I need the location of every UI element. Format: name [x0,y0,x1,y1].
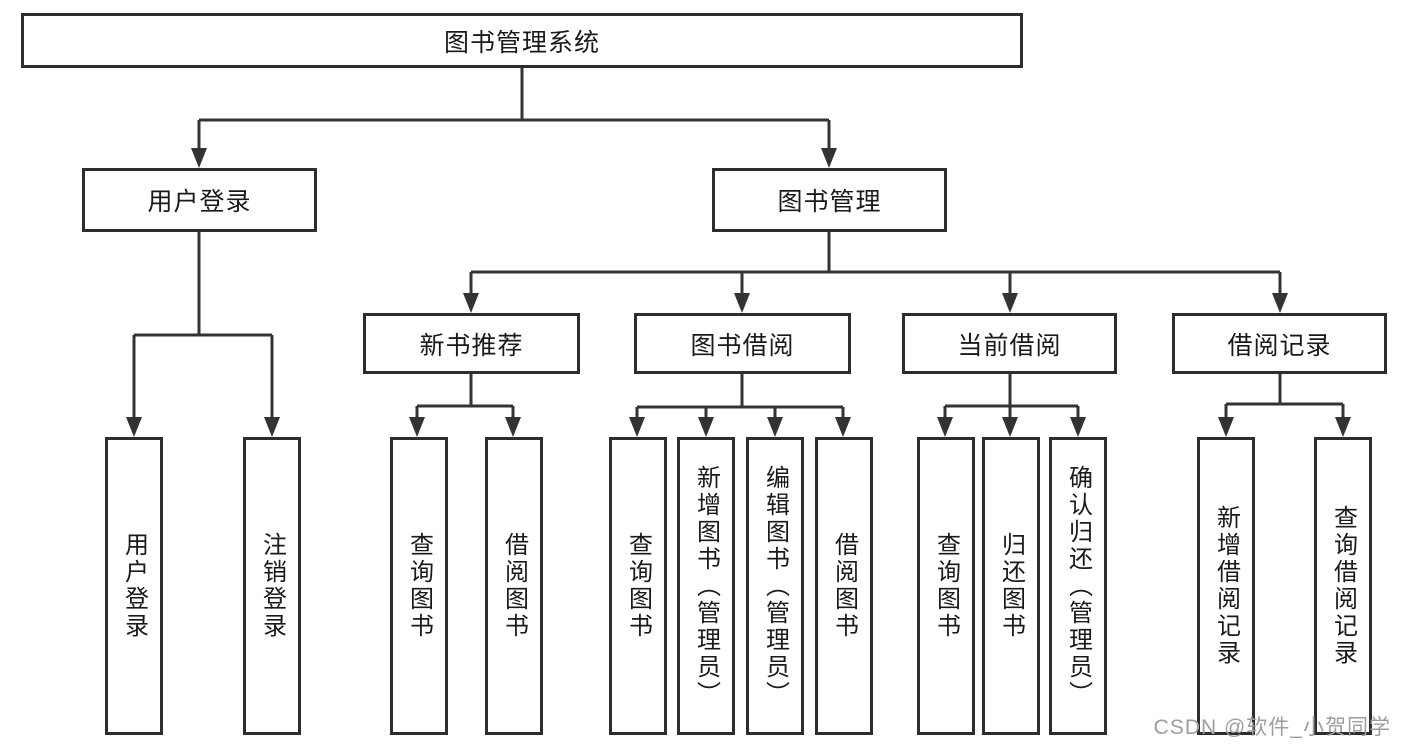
leaf-br-add-record: 新增借阅记录 [1197,437,1255,735]
leaf-cb-return-book: 归还图书 [982,437,1040,735]
leaf-br-query-record: 查询借阅记录 [1314,437,1372,735]
node-label: 注销登录 [258,532,286,640]
leaf-user-login: 用户登录 [105,437,163,735]
node-label: 查询图书 [932,532,960,640]
leaf-logout: 注销登录 [243,437,301,735]
leaf-bb-add-book-admin: 新增图书（管理员） [677,437,735,735]
node-borrow-records: 借阅记录 [1172,313,1387,374]
leaf-bb-borrow-book: 借阅图书 [815,437,873,735]
node-label: 当前借阅 [957,331,1062,360]
leaf-bb-query-book: 查询图书 [609,437,667,735]
leaf-bb-edit-book-admin: 编辑图书（管理员） [746,437,804,735]
node-new-book-recommend: 新书推荐 [363,313,580,374]
node-library-management-system: 图书管理系统 [21,13,1023,68]
node-label: 查询图书 [405,532,433,640]
node-label: 借阅图书 [500,532,528,640]
node-label: 确认归还（管理员） [1064,464,1092,708]
node-current-borrow: 当前借阅 [902,313,1117,374]
node-label: 图书借阅 [690,331,795,360]
node-label: 新增借阅记录 [1212,505,1240,667]
leaf-nbr-query-book: 查询图书 [390,437,448,735]
node-book-borrow: 图书借阅 [634,313,851,374]
node-label: 借阅图书 [830,532,858,640]
node-label: 图书管理系统 [443,28,600,57]
node-label: 查询借阅记录 [1329,505,1357,667]
node-label: 用户登录 [120,532,148,640]
node-label: 用户登录 [147,188,252,216]
node-label: 归还图书 [997,532,1025,640]
node-user-login: 用户登录 [82,168,317,232]
node-label: 新书推荐 [419,331,524,360]
node-label: 编辑图书（管理员） [761,464,789,708]
leaf-cb-query-book: 查询图书 [917,437,975,735]
node-book-management: 图书管理 [712,168,947,232]
watermark-text: CSDN @软件_小贺同学 [1153,716,1391,739]
node-label: 借阅记录 [1227,331,1332,360]
node-label: 图书管理 [777,188,882,216]
node-label: 新增图书（管理员） [692,464,720,708]
node-label: 查询图书 [624,532,652,640]
leaf-nbr-borrow-book: 借阅图书 [485,437,543,735]
leaf-cb-confirm-return-admin: 确认归还（管理员） [1049,437,1107,735]
